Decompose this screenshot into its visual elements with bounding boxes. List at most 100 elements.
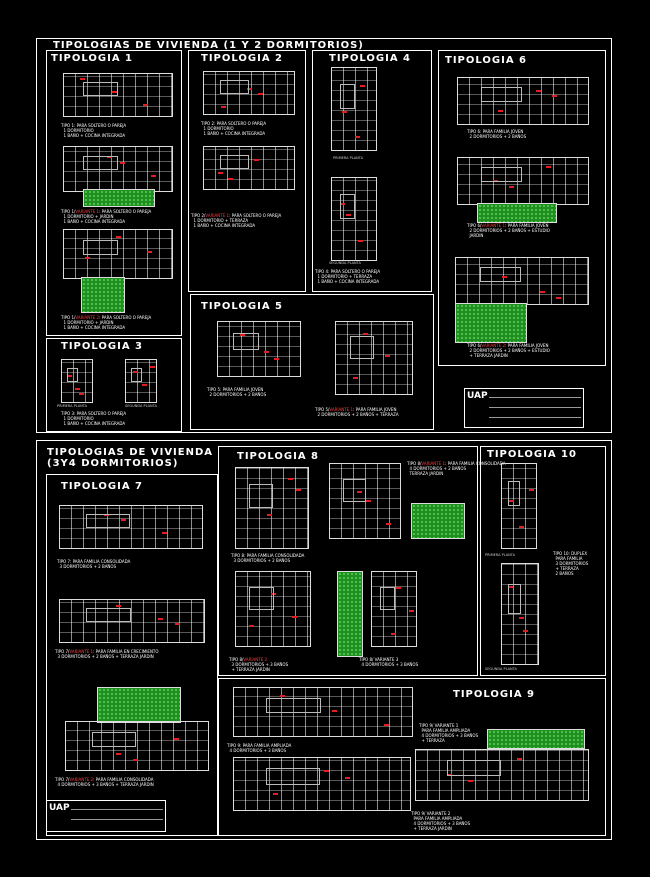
floor-plan bbox=[235, 571, 311, 647]
door-mark bbox=[386, 523, 391, 526]
door-mark bbox=[342, 110, 348, 113]
sheet-1-title: TIPOLOGIAS DE VIVIENDA (1 Y 2 DORMITORIO… bbox=[53, 40, 364, 51]
tipologia-4-title: TIPOLOGIA 4 bbox=[329, 53, 411, 64]
title-block-line bbox=[71, 819, 163, 820]
tipologia-8-panel: TIPOLOGIA 8 TIPO 8/VARIANTE 1: PARA FAMI… bbox=[218, 446, 505, 676]
door-mark bbox=[221, 106, 227, 109]
door-mark bbox=[345, 214, 351, 217]
door-mark bbox=[358, 239, 364, 242]
plan-label: SEGUNDA PLANTA bbox=[329, 261, 361, 265]
door-mark bbox=[132, 759, 138, 762]
floor-plan bbox=[63, 73, 173, 117]
floor-plan bbox=[233, 757, 411, 811]
door-mark bbox=[408, 609, 414, 612]
door-mark bbox=[498, 109, 504, 112]
tipologia-8-caption-a: TIPO 8: PARA FAMILIA CONSOLIDADA 3 DORMI… bbox=[231, 553, 305, 563]
tipologia-9-caption-c: TIPO 9/ VARIANTE 2 PARA FAMILIA AMPLIADA… bbox=[411, 811, 471, 831]
door-mark bbox=[502, 276, 508, 279]
door-mark bbox=[141, 384, 147, 387]
door-mark bbox=[508, 586, 514, 588]
tipologia-5-title: TIPOLOGIA 5 bbox=[201, 301, 283, 312]
plan-label: PRIMERA PLANTA bbox=[333, 156, 364, 160]
floor-plan bbox=[457, 77, 589, 125]
door-mark bbox=[150, 365, 156, 368]
floor-plan bbox=[455, 257, 589, 305]
door-mark bbox=[360, 85, 366, 88]
floor-plan bbox=[329, 463, 401, 539]
garden-hatch bbox=[337, 571, 363, 657]
tipologia-8-caption-b: TIPO 8/VARIANTE 1: PARA FAMILIA CONSOLID… bbox=[407, 461, 506, 476]
floor-plan bbox=[125, 359, 157, 403]
door-mark bbox=[107, 155, 113, 158]
tipologia-2-panel: TIPOLOGIA 2 TIPO 2: PARA SOLTERO O PAREJ… bbox=[188, 50, 306, 292]
plan-label: SEGUNDA PLANTA bbox=[485, 667, 517, 671]
door-mark bbox=[247, 87, 253, 90]
floor-plan bbox=[457, 157, 589, 205]
tipologia-6-title: TIPOLOGIA 6 bbox=[445, 55, 527, 66]
door-mark bbox=[340, 203, 346, 206]
tipologia-8-caption-d: TIPO 8/ VARIANTE 3 4 DORMITORIOS + 3 BAÑ… bbox=[359, 657, 419, 667]
tipologia-10-caption: TIPO 10: DUPLEX PARA FAMILIA 3 DORMITORI… bbox=[553, 551, 589, 576]
tipologia-1-caption-c: TIPO 1/VARIANTE 2: PARA SOLTERO O PAREJA… bbox=[61, 315, 152, 330]
door-mark bbox=[280, 694, 286, 697]
tipologia-7-caption-c: TIPO 7/VARIANTE 2: PARA FAMILIA CONSOLID… bbox=[55, 777, 154, 787]
tipologia-3-caption: TIPO 3: PARA SOLTERO O PAREJA 1 DORMITOR… bbox=[61, 411, 127, 426]
floor-plan bbox=[235, 467, 309, 549]
floor-plan bbox=[233, 687, 413, 737]
floor-plan bbox=[371, 571, 417, 647]
door-mark bbox=[173, 738, 179, 741]
door-mark bbox=[517, 758, 523, 760]
door-mark bbox=[292, 615, 298, 618]
tipologia-9-caption-b: TIPO 9/ VARIANTE 1 PARA FAMILIA AMPLIADA… bbox=[419, 723, 479, 743]
tipologia-8-title: TIPOLOGIA 8 bbox=[237, 451, 319, 462]
door-mark bbox=[523, 630, 529, 632]
tipologia-7-caption-b: TIPO 7/VARIANTE 1: PARA FAMILIA EN CRECI… bbox=[55, 649, 159, 659]
door-mark bbox=[383, 724, 389, 727]
door-mark bbox=[396, 586, 402, 589]
door-mark bbox=[249, 625, 255, 628]
garden-hatch bbox=[455, 303, 527, 343]
tipologia-7-caption-a: TIPO 7: PARA FAMILIA CONSOLIDADA 3 DORMI… bbox=[57, 559, 131, 569]
door-mark bbox=[157, 617, 163, 620]
floor-plan bbox=[59, 599, 205, 643]
floor-plan bbox=[331, 177, 377, 261]
door-mark bbox=[217, 172, 223, 175]
uap-logo: UAP bbox=[467, 391, 488, 401]
door-mark bbox=[354, 136, 360, 139]
garden-hatch bbox=[97, 687, 181, 723]
door-mark bbox=[556, 296, 562, 299]
floor-plan bbox=[335, 321, 413, 395]
floor-plan bbox=[61, 359, 93, 403]
door-mark bbox=[518, 617, 524, 619]
tipologia-7-title: TIPOLOGIA 7 bbox=[61, 481, 143, 492]
door-mark bbox=[175, 623, 181, 626]
tipologia-5-caption-b: TIPO 5/VARIANTE 1: PARA FAMILIA JOVEN 2 … bbox=[315, 407, 399, 417]
door-mark bbox=[120, 161, 126, 164]
door-mark bbox=[344, 777, 350, 780]
door-mark bbox=[228, 177, 234, 180]
door-mark bbox=[390, 632, 396, 635]
garden-hatch bbox=[487, 729, 585, 749]
door-mark bbox=[529, 489, 535, 492]
title-block: UAP bbox=[464, 388, 584, 428]
door-mark bbox=[365, 500, 371, 503]
tipologia-4-caption: TIPO 4: PARA SOLTERO O PAREJA 1 DORMITOR… bbox=[315, 269, 381, 284]
title-block-line bbox=[489, 407, 581, 408]
uap-logo: UAP bbox=[49, 803, 70, 813]
door-mark bbox=[384, 355, 390, 358]
door-mark bbox=[162, 532, 168, 535]
tipologia-5-caption-a: TIPO 5: PARA FAMILIA JOVEN 2 DORMITORIOS… bbox=[207, 387, 267, 397]
door-mark bbox=[357, 490, 363, 493]
tipologia-6-caption-a: TIPO 6: PARA FAMILIA JOVEN 2 DORMITORIOS… bbox=[467, 129, 527, 139]
tipologia-1-panel: TIPOLOGIA 1 TIPO 1: PARA SOLTERO O PAREJ… bbox=[46, 50, 182, 336]
door-mark bbox=[66, 374, 72, 377]
sheet-2-title: TIPOLOGIAS DE VIVIENDA (3Y4 DORMITORIOS) bbox=[47, 447, 214, 469]
door-mark bbox=[296, 488, 302, 491]
door-mark bbox=[263, 351, 269, 354]
garden-hatch bbox=[81, 277, 125, 313]
door-mark bbox=[80, 78, 86, 81]
door-mark bbox=[121, 519, 127, 522]
tipologia-8-caption-c: TIPO 8/VARIANTE 2 3 DORMITORIOS + 3 BAÑO… bbox=[229, 657, 289, 672]
tipologia-3-panel: TIPOLOGIA 3 PRIMERA PLANTA SEGUNDA PLANT… bbox=[46, 338, 182, 432]
door-mark bbox=[258, 93, 263, 95]
